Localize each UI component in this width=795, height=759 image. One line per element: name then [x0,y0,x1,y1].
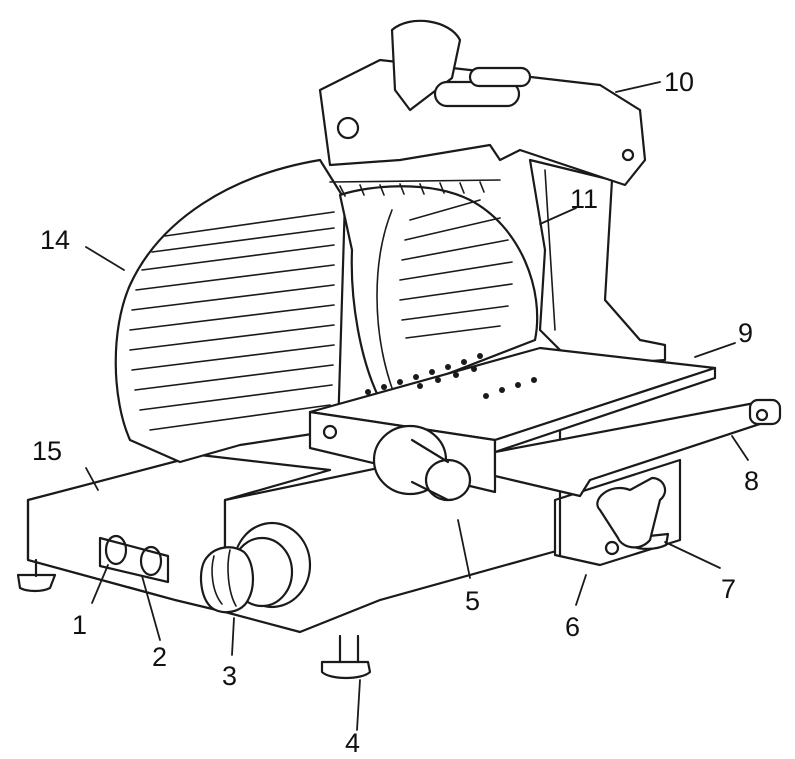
thickness-knob [199,521,312,614]
label-5: 5 [465,586,480,616]
label-6: 6 [565,612,580,642]
label-4: 4 [345,728,360,758]
side-rail [493,398,782,498]
carriage [308,346,717,502]
sharpener-head [318,19,647,197]
leader-lines [85,81,749,731]
carriage-holes [365,353,537,399]
support-column [528,158,667,367]
label-7: 7 [721,574,736,604]
label-9: 9 [738,318,753,348]
blade [338,185,539,402]
label-11: 11 [570,184,598,214]
part-labels: 1 2 3 4 5 6 7 8 9 10 11 14 15 [32,67,759,758]
label-8: 8 [744,466,759,496]
label-2: 2 [152,642,167,672]
blade-guard [114,158,347,464]
label-10: 10 [664,67,694,97]
label-15: 15 [32,436,62,466]
label-3: 3 [222,661,237,691]
indicator-lamp [139,545,163,577]
foot-front [320,660,372,680]
lock-handle [596,476,667,556]
label-14: 14 [40,225,70,255]
foot-left [16,573,57,593]
label-1: 1 [72,610,87,640]
